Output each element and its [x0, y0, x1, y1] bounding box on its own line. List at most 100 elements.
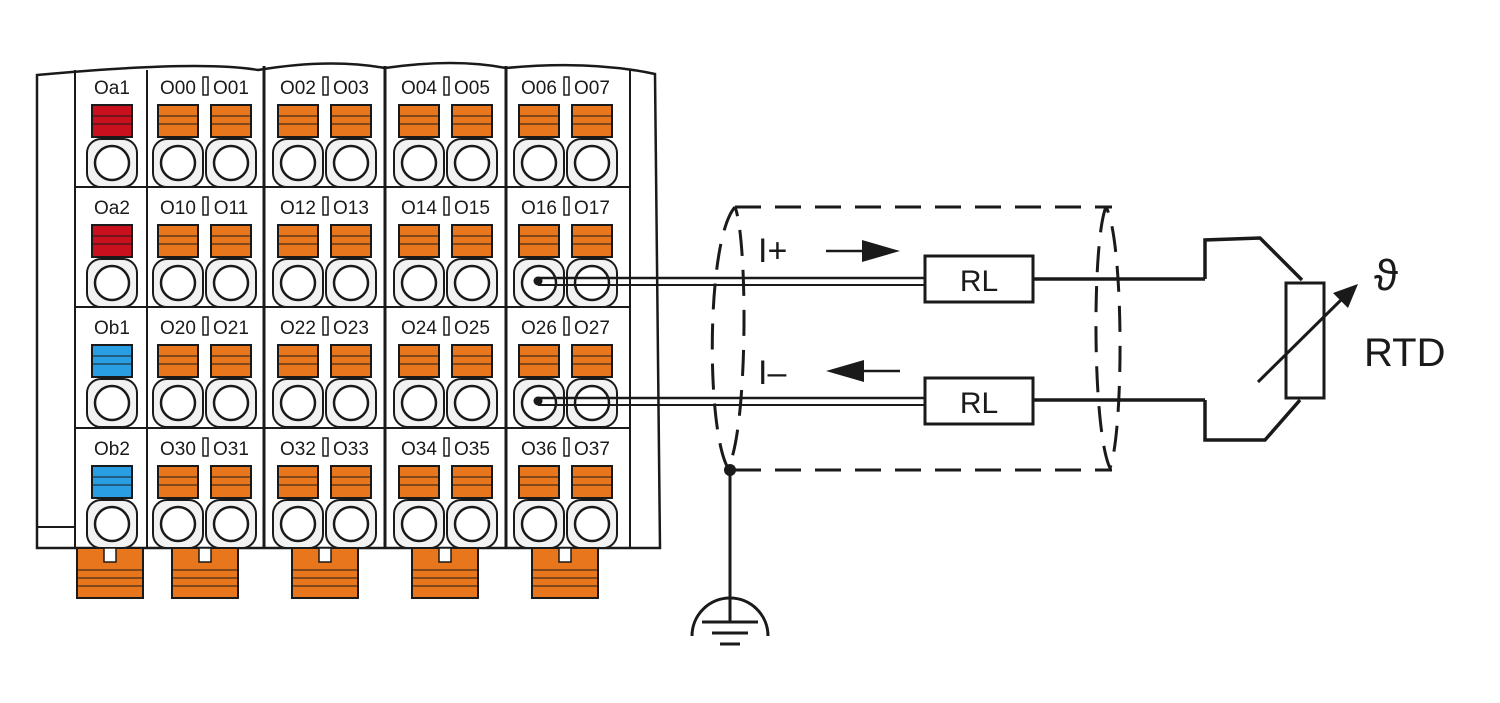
current-plus-arrow	[826, 240, 900, 262]
channel-clamp-O34[interactable]	[393, 499, 445, 549]
channel-lever-O07[interactable]	[571, 104, 613, 138]
channel-lever-O05[interactable]	[451, 104, 493, 138]
channel-lever-O23[interactable]	[330, 344, 372, 378]
channel-lever-O34[interactable]	[398, 465, 440, 499]
channel-lever-O01[interactable]	[210, 104, 252, 138]
channel-lever-O16[interactable]	[518, 224, 560, 258]
current-minus-label: I–	[758, 354, 786, 392]
channel-clamp-O15[interactable]	[446, 258, 498, 308]
channel-lever-O24[interactable]	[398, 344, 440, 378]
supply-clamp-2[interactable]	[86, 378, 138, 428]
supply-lever-2[interactable]	[91, 344, 133, 378]
channel-lever-O00[interactable]	[157, 104, 199, 138]
resistor-plus: RL	[923, 254, 1035, 304]
bottom-plug-0[interactable]	[76, 547, 144, 599]
channel-clamp-O13[interactable]	[325, 258, 377, 308]
supply-lever-1[interactable]	[91, 224, 133, 258]
channel-label-O26: O26	[521, 318, 557, 339]
channel-clamp-O01[interactable]	[205, 138, 257, 188]
channel-clamp-O14[interactable]	[393, 258, 445, 308]
bottom-plug-1[interactable]	[171, 547, 239, 599]
channel-lever-O17[interactable]	[571, 224, 613, 258]
channel-label-O24: O24	[401, 318, 437, 339]
ground-arc-icon	[690, 596, 770, 637]
channel-label-O05: O05	[454, 78, 490, 99]
bottom-plug-4[interactable]	[531, 547, 599, 599]
channel-lever-O36[interactable]	[518, 465, 560, 499]
channel-clamp-O21[interactable]	[205, 378, 257, 428]
channel-lever-O04[interactable]	[398, 104, 440, 138]
channel-lever-O26[interactable]	[518, 344, 560, 378]
channel-clamp-O10[interactable]	[152, 258, 204, 308]
supply-clamp-1[interactable]	[86, 258, 138, 308]
label-separator	[563, 76, 570, 96]
resistor-minus-label: RL	[960, 387, 998, 420]
channel-label-O07: O07	[574, 78, 610, 99]
rtd-sensor: ϑ RTD	[1256, 251, 1445, 400]
channel-clamp-O17[interactable]	[566, 258, 618, 308]
channel-lever-O35[interactable]	[451, 465, 493, 499]
channel-lever-O14[interactable]	[398, 224, 440, 258]
channel-clamp-O36[interactable]	[513, 499, 565, 549]
channel-clamp-O11[interactable]	[205, 258, 257, 308]
channel-lever-O03[interactable]	[330, 104, 372, 138]
channel-lever-O21[interactable]	[210, 344, 252, 378]
channel-label-O21: O21	[213, 318, 249, 339]
supply-lever-0[interactable]	[91, 104, 133, 138]
label-separator	[202, 437, 209, 457]
label-separator	[443, 76, 450, 96]
channel-lever-O20[interactable]	[157, 344, 199, 378]
channel-lever-O22[interactable]	[277, 344, 319, 378]
supply-lever-3[interactable]	[91, 465, 133, 499]
channel-lever-O10[interactable]	[157, 224, 199, 258]
supply-clamp-3[interactable]	[86, 499, 138, 549]
label-separator	[202, 196, 209, 216]
channel-clamp-O25[interactable]	[446, 378, 498, 428]
channel-lever-O11[interactable]	[210, 224, 252, 258]
channel-lever-O31[interactable]	[210, 465, 252, 499]
channel-clamp-O00[interactable]	[152, 138, 204, 188]
label-separator	[322, 316, 329, 336]
channel-clamp-O22[interactable]	[272, 378, 324, 428]
channel-clamp-O02[interactable]	[272, 138, 324, 188]
channel-lever-O33[interactable]	[330, 465, 372, 499]
channel-lever-O30[interactable]	[157, 465, 199, 499]
channel-clamp-O32[interactable]	[272, 499, 324, 549]
channel-lever-O06[interactable]	[518, 104, 560, 138]
channel-lever-O25[interactable]	[451, 344, 493, 378]
channel-clamp-O04[interactable]	[393, 138, 445, 188]
channel-lever-O12[interactable]	[277, 224, 319, 258]
channel-clamp-O37[interactable]	[566, 499, 618, 549]
bottom-plug-3[interactable]	[411, 547, 479, 599]
channel-clamp-O06[interactable]	[513, 138, 565, 188]
channel-lever-O02[interactable]	[277, 104, 319, 138]
channel-clamp-O35[interactable]	[446, 499, 498, 549]
channel-clamp-O33[interactable]	[325, 499, 377, 549]
shield-left-ellipse	[710, 206, 746, 472]
channel-lever-O27[interactable]	[571, 344, 613, 378]
channel-clamp-O07[interactable]	[566, 138, 618, 188]
channel-clamp-O27[interactable]	[566, 378, 618, 428]
channel-lever-O15[interactable]	[451, 224, 493, 258]
channel-clamp-O03[interactable]	[325, 138, 377, 188]
channel-lever-O37[interactable]	[571, 465, 613, 499]
channel-lever-O13[interactable]	[330, 224, 372, 258]
label-separator	[322, 437, 329, 457]
channel-label-O12: O12	[280, 198, 316, 219]
channel-clamp-O31[interactable]	[205, 499, 257, 549]
resistor-minus: RL	[923, 376, 1035, 426]
channel-clamp-O20[interactable]	[152, 378, 204, 428]
channel-clamp-O23[interactable]	[325, 378, 377, 428]
channel-label-O23: O23	[333, 318, 369, 339]
supply-clamp-0[interactable]	[86, 138, 138, 188]
channel-label-O33: O33	[333, 439, 369, 460]
channel-clamp-O30[interactable]	[152, 499, 204, 549]
channel-clamp-O05[interactable]	[446, 138, 498, 188]
channel-lever-O32[interactable]	[277, 465, 319, 499]
channel-clamp-O24[interactable]	[393, 378, 445, 428]
channel-clamp-O12[interactable]	[272, 258, 324, 308]
bottom-plug-2[interactable]	[291, 547, 359, 599]
